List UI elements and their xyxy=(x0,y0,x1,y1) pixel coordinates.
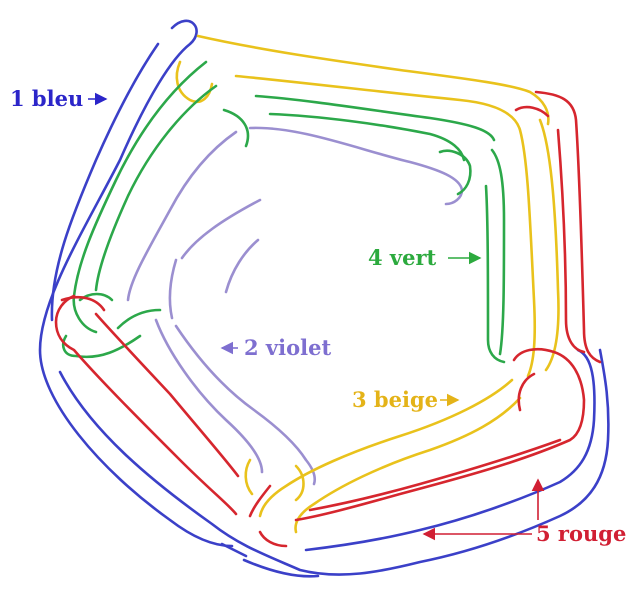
label-blue: 1 bleu xyxy=(10,86,108,111)
label-beige-text: 3 beige xyxy=(352,387,438,412)
strand-violet xyxy=(126,126,464,486)
strand-red xyxy=(54,90,602,548)
strand-green xyxy=(62,60,506,364)
label-red: 5 rouge xyxy=(422,478,626,546)
label-violet-text: 2 violet xyxy=(244,335,331,360)
label-green-text: 4 vert xyxy=(368,245,437,270)
label-blue-text: 1 bleu xyxy=(10,86,83,111)
strand-beige xyxy=(175,34,560,534)
label-green: 4 vert xyxy=(368,245,482,270)
label-red-text: 5 rouge xyxy=(536,521,626,546)
label-beige: 3 beige xyxy=(352,387,460,412)
label-violet: 2 violet xyxy=(220,335,331,360)
